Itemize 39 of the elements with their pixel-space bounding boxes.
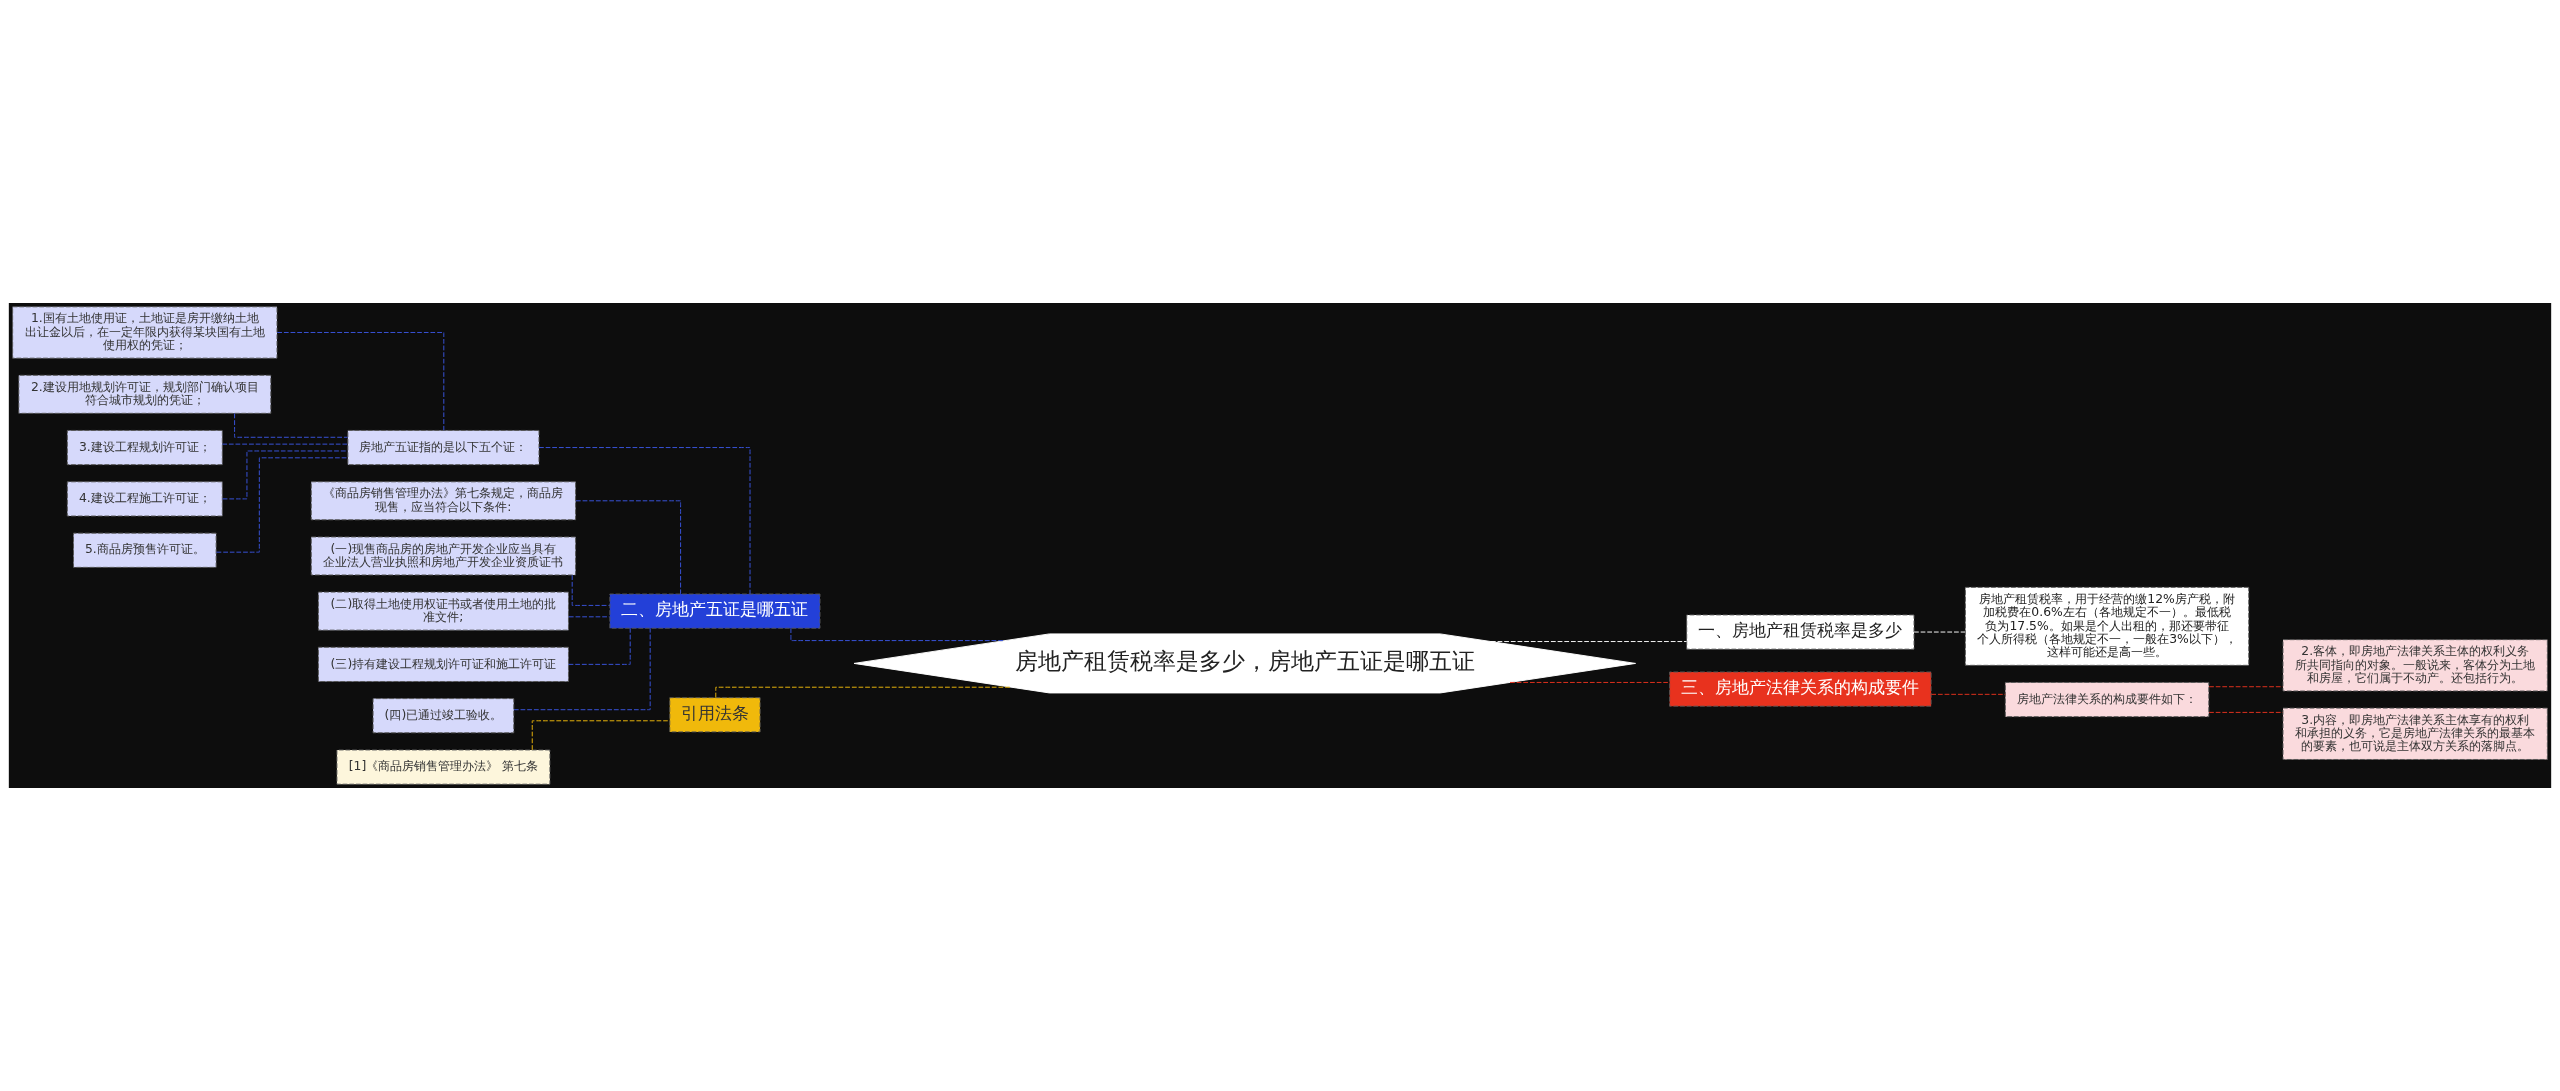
connector <box>1509 681 1670 683</box>
node-box: 2.客体，即房地产法律关系主体的权利义务所共同指向的对象。一般说来，客体分为土地和房屋，它们属于不动产。还包括行为。 <box>2282 639 2548 692</box>
connector <box>513 627 651 711</box>
connector <box>2208 711 2284 713</box>
connector <box>215 457 349 553</box>
node-box: 1.国有土地使用证，土地证是房开缴纳土地出让金以后，在一定年限内获得某块国有土地使用权的凭证； <box>12 306 278 359</box>
connector <box>2208 686 2284 688</box>
connector <box>538 447 751 595</box>
connector <box>790 627 1006 642</box>
node-box: 《商品房销售管理办法》第七条规定，商品房现售，应当符合以下条件: <box>310 481 577 521</box>
connector <box>1490 641 1687 642</box>
node-box: 2.建设用地规划许可证，规划部门确认项目符合城市规划的凭证； <box>18 374 272 414</box>
node-box: (四)已通过竣工验收。 <box>372 698 515 734</box>
node-box: 4.建设工程施工许可证； <box>66 481 223 517</box>
connector <box>276 332 445 431</box>
connector <box>234 413 349 438</box>
node-box: 房地产租赁税率，用于经营的缴12%房产税，附加税费在0.6%左右（各地规定不一）。最低税负为17.5%。如果是个人出租的，那还要带征个人所得税（各地规定不一，一般在3%以下），这样可能还是高一些。 <box>1964 586 2250 666</box>
connector <box>568 627 631 665</box>
node-box: 3.内容，即房地产法律关系主体享有的权利和承担的义务，它是房地产法律关系的最基本的要素，也可说是主体双方关系的落脚点。 <box>2282 707 2548 760</box>
connector <box>715 686 1012 698</box>
connector <box>1930 693 2006 695</box>
connector <box>568 616 611 618</box>
node-box: 房地产法律关系的构成要件如下： <box>2004 681 2210 718</box>
node-box: 二、房地产五证是哪五证 <box>609 593 821 629</box>
connector <box>575 500 682 595</box>
connector <box>571 574 611 606</box>
node-box: (一)现售商品房的房地产开发企业应当具有企业法人营业执照和房地产开发企业资质证书 <box>310 536 577 576</box>
node-box: 5.商品房预售许可证。 <box>73 532 217 568</box>
node-box: 房地产五证指的是以下五个证： <box>347 429 540 466</box>
node-box: (二)取得土地使用权证书或者使用土地的批准文件; <box>317 591 569 631</box>
node-box: 一、房地产租赁税率是多少 <box>1686 614 1915 650</box>
node-box: (三)持有建设工程规划许可证和施工许可证 <box>317 646 569 682</box>
connector <box>222 443 349 445</box>
connector <box>1913 631 1966 633</box>
connector <box>531 720 670 751</box>
node-box: 3.建设工程规划许可证； <box>66 429 223 466</box>
node-box: [1]《商品房销售管理办法》 第七条 <box>336 749 551 785</box>
node-box: 三、房地产法律关系的构成要件 <box>1669 671 1932 707</box>
node-box: 引用法条 <box>669 697 761 733</box>
